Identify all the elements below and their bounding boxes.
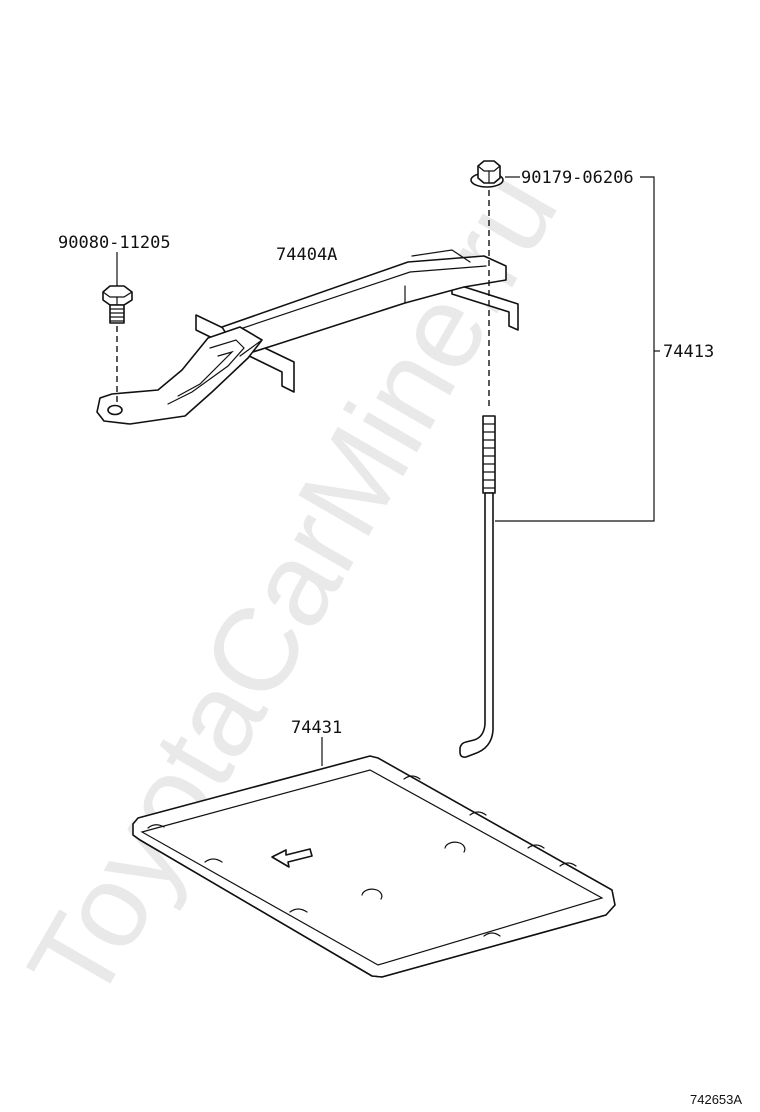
nut-part-number-label: 90179-06206 (521, 168, 634, 188)
bolt-part-number-label: 90080-11205 (58, 233, 171, 253)
bolt-90080-11205 (102, 285, 133, 404)
tray-part-number-label: 74431 (291, 718, 342, 738)
nut-90179-06206 (470, 160, 504, 410)
leader-lines (116, 176, 660, 766)
hold-down-rod-74413 (459, 415, 496, 758)
battery-clamp-74404a (96, 249, 519, 425)
figure-id-label: 742653A (690, 1092, 742, 1107)
rod-group-number-label: 74413 (663, 342, 714, 362)
clamp-part-number-label: 74404A (276, 245, 337, 265)
battery-tray-74431 (132, 755, 616, 978)
